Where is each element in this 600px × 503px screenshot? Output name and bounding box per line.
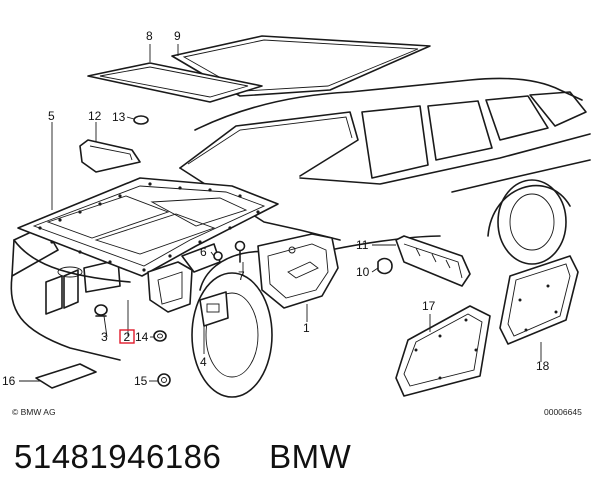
part-caption: 51481946186 BMW <box>14 438 351 476</box>
callout-16: 16 <box>2 374 16 388</box>
drawing-number: 00006645 <box>544 407 582 417</box>
plug-part-3 <box>94 304 108 317</box>
wheel-housing-trim-1 <box>257 233 339 309</box>
trim-strip-11 <box>395 235 471 287</box>
callout-18: 18 <box>536 359 550 373</box>
clip-part-13 <box>133 115 149 125</box>
callout-labels: 8 9 5 12 13 6 7 11 10 1 17 3 2 14 4 18 1… <box>2 29 550 388</box>
part-number: 51481946186 <box>14 438 222 475</box>
parts-diagram: 8 9 5 12 13 6 7 11 10 1 17 3 2 14 4 18 1… <box>2 29 591 417</box>
callout-15: 15 <box>134 374 148 388</box>
callout-8: 8 <box>146 29 153 43</box>
copyright-text: © BMW AG <box>12 407 56 417</box>
callout-14: 14 <box>135 330 149 344</box>
callout-4: 4 <box>200 355 207 369</box>
sunroof-panel-inner <box>87 62 263 103</box>
panel-part-18 <box>499 255 579 345</box>
callout-5: 5 <box>48 109 55 123</box>
callout-1: 1 <box>303 321 310 335</box>
callout-3: 3 <box>101 330 108 344</box>
callout-2: 2 <box>124 330 131 344</box>
callout-9: 9 <box>174 29 181 43</box>
mat-part-16 <box>35 363 97 389</box>
callout-11: 11 <box>356 238 369 252</box>
plug-part-15 <box>157 373 171 387</box>
panel-part-17 <box>395 305 491 397</box>
cover-part-12 <box>79 139 141 173</box>
clip-part-4 <box>199 291 229 327</box>
brand-name: BMW <box>269 438 352 475</box>
hood-panel <box>17 177 279 277</box>
callout-7: 7 <box>238 269 245 283</box>
grommet-part-14 <box>153 330 167 342</box>
callout-10: 10 <box>356 265 370 279</box>
grommet-part-6 <box>213 251 223 261</box>
callout-13: 13 <box>112 110 126 124</box>
grommet-part-10 <box>377 257 393 275</box>
callout-6: 6 <box>200 245 207 259</box>
screw-part-7 <box>234 240 246 263</box>
callout-17: 17 <box>422 299 436 313</box>
engine-bay-bracket <box>147 243 221 313</box>
callout-12: 12 <box>88 109 102 123</box>
callout-2-highlight-box <box>119 329 135 344</box>
hood-fastener-dots <box>38 182 260 272</box>
